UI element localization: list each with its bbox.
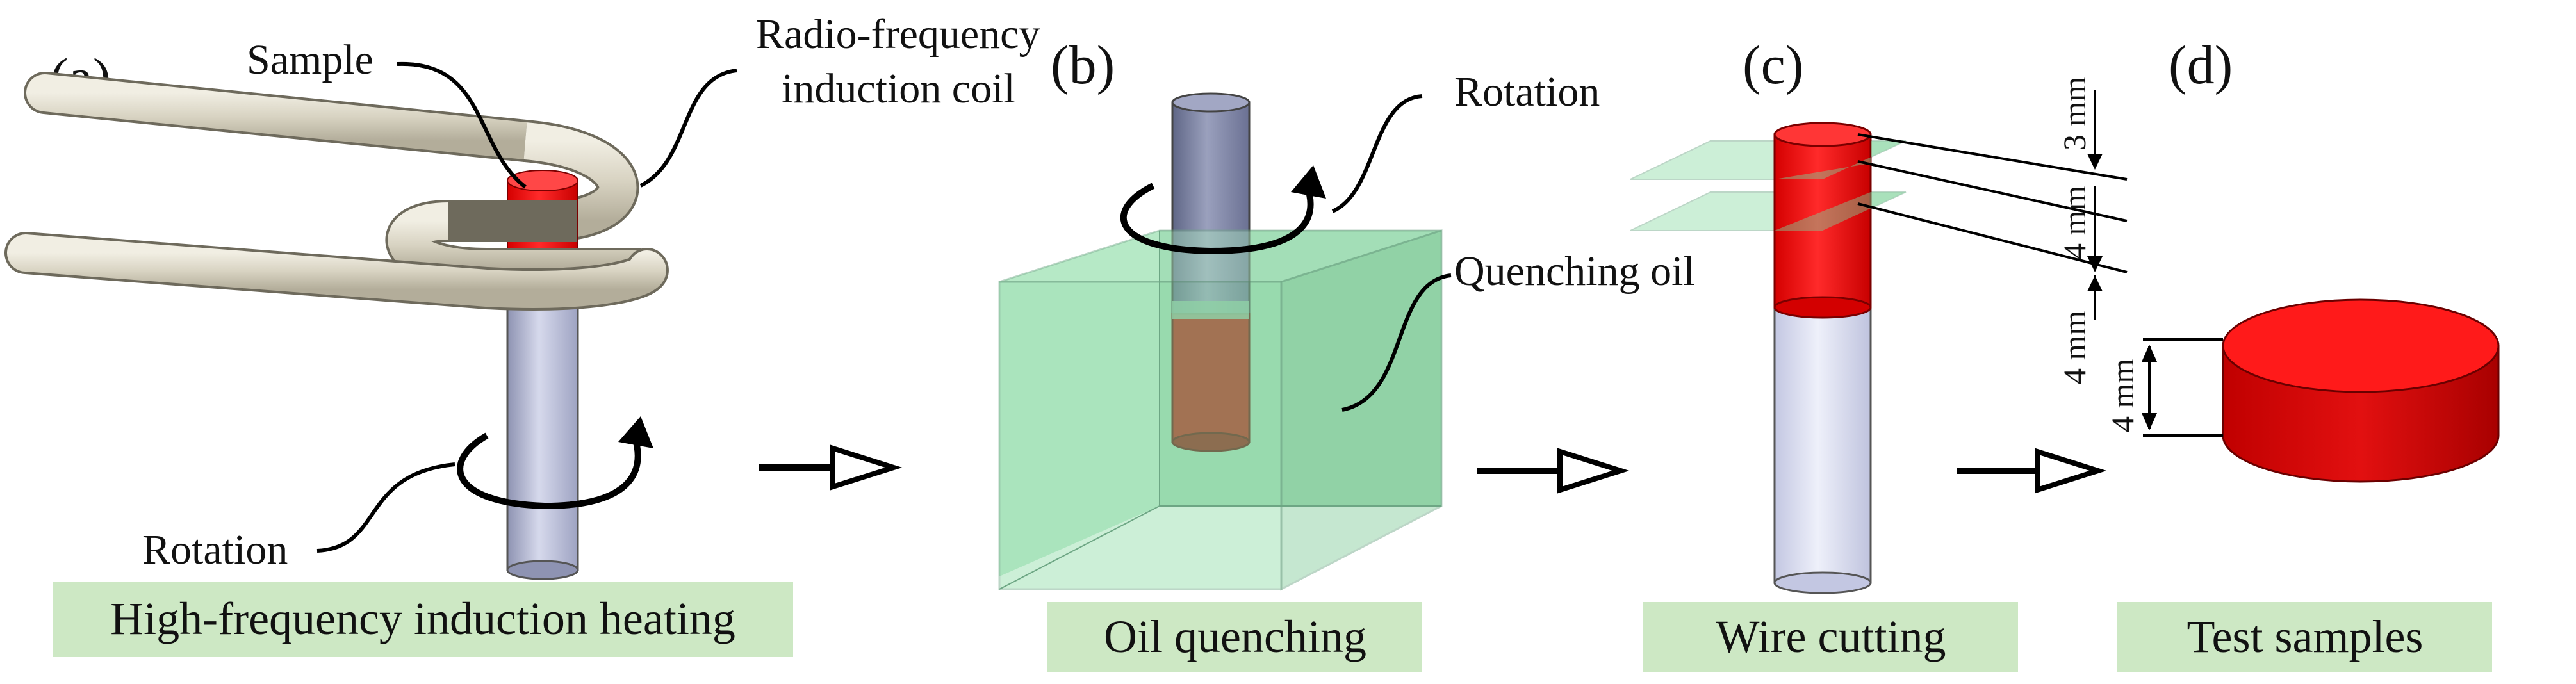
caption-box-a — [53, 582, 793, 657]
dim-arrow-1 — [2087, 154, 2103, 170]
test-sample-disk — [2222, 298, 2500, 483]
coil-label-line2: induction coil — [782, 65, 1015, 112]
induction-coil-front — [4, 200, 669, 311]
rotation-leader-b — [1331, 94, 1423, 213]
rotation-label-b: Rotation — [1454, 69, 1600, 115]
caption-box-c — [1643, 602, 2018, 672]
caption-a: High-frequency induction heating — [110, 593, 735, 644]
disk-dim-arrow-bottom — [2142, 413, 2157, 430]
caption-box-b — [1047, 602, 1422, 672]
step-arrow-3 — [1957, 448, 2107, 494]
quenching-oil-tank-front — [998, 229, 1443, 591]
disk-dim-arrow-top — [2142, 345, 2157, 362]
rotation-arrow-b — [1120, 165, 1326, 255]
step-arrow-2 — [1477, 448, 1630, 494]
oil-label: Quenching oil — [1454, 248, 1695, 295]
panel-d-letter: (d) — [2169, 34, 2233, 95]
dim-arrow-3 — [2087, 275, 2103, 291]
caption-d: Test samples — [2187, 611, 2424, 662]
dim-arrow-2 — [2087, 256, 2103, 272]
dim-label-3mm: 3 mm — [2056, 77, 2092, 151]
dim-label-4mm-d: 4 mm — [2104, 359, 2140, 432]
cut-rod — [1773, 122, 1872, 594]
rotation-label-a: Rotation — [142, 526, 288, 573]
cutting-plane-top-front — [1775, 141, 1906, 179]
sample-leader — [397, 61, 527, 189]
disk-dimension — [2143, 338, 2223, 437]
sample-rod — [506, 274, 579, 580]
panel-b-letter: (b) — [1051, 34, 1115, 95]
cutting-plane-bottom-front — [1775, 192, 1906, 231]
dim-label-4mm-upper: 4 mm — [2056, 311, 2092, 384]
caption-box-d — [2117, 602, 2492, 672]
caption-b: Oil quenching — [1104, 611, 1366, 662]
caption-c: Wire cutting — [1716, 611, 1946, 662]
rotation-leader-a — [316, 462, 455, 553]
panel-c-letter: (c) — [1743, 34, 1803, 95]
panel-c: (c) 3 mm 4 mm Wire cuttin — [1630, 34, 2128, 672]
panel-d: (d) 4 mm 4 mm Test samples — [2056, 34, 2500, 672]
step-arrow-1 — [759, 444, 903, 491]
rotation-arrow-a — [457, 416, 653, 510]
panel-b: (b) Rotation — [998, 34, 1695, 672]
sample-label: Sample — [247, 37, 373, 83]
coil-leader — [639, 69, 737, 188]
induction-coil — [24, 72, 639, 242]
oil-leader — [1341, 273, 1452, 412]
panel-a: (a) — [4, 11, 1040, 657]
coil-label-line1: Radio-frequency — [756, 11, 1040, 58]
dim-label-4mm-c: 4 mm — [2056, 186, 2092, 259]
quenched-rod — [1171, 92, 1251, 452]
